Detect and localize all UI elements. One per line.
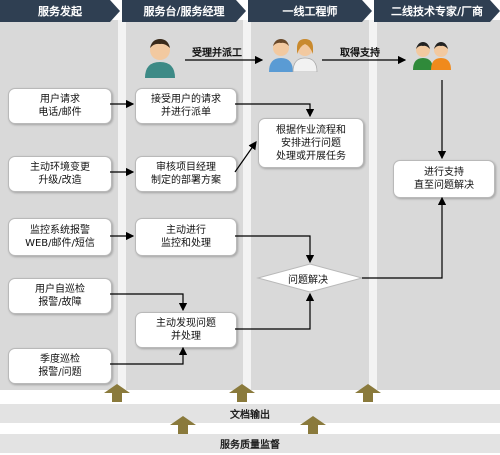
lane-separator	[118, 20, 126, 390]
handoff-label-support: 取得支持	[340, 48, 380, 59]
engineers-icon	[269, 39, 318, 72]
source-monitoring-alarm: 监控系统报警 WEB/邮件/短信	[8, 218, 112, 256]
source-user-request: 用户请求 电话/邮件	[8, 88, 112, 124]
desk-active-monitoring: 主动进行 监控和处理	[135, 218, 237, 256]
lane-header-initiation: 服务发起	[0, 0, 120, 22]
desk-discover-problem: 主动发现问题 并处理	[135, 312, 237, 348]
lane-initiation	[0, 20, 118, 390]
decision-label: 问题解决	[288, 275, 328, 286]
desk-accept-request: 接受用户的请求 并进行派单	[135, 88, 237, 124]
lane-separator	[243, 20, 251, 390]
source-environment-change: 主动环境变更 升级/改造	[8, 156, 112, 192]
handoff-label-assign: 受理并派工	[192, 48, 242, 59]
quality-supervision-bar: 服务质量监督	[0, 434, 500, 453]
documents-output-bar: 文档输出	[0, 404, 500, 423]
service-manager-icon	[145, 39, 175, 78]
lane-separator	[369, 20, 377, 390]
lane-engineer	[251, 20, 369, 390]
lane-header-expert: 二线技术专家/厂商	[374, 0, 500, 22]
engineer-handle-task: 根据作业流程和 安排进行问题 处理或开展任务	[258, 118, 364, 168]
expert-support: 进行支持 直至问题解决	[393, 160, 495, 198]
lane-expert	[377, 20, 500, 390]
experts-icon	[413, 42, 451, 70]
lane-header-service-desk: 服务台/服务经理	[122, 0, 246, 22]
lane-header-engineer: 一线工程师	[248, 0, 372, 22]
desk-review-plan: 审核项目经理 制定的部署方案	[135, 156, 237, 192]
source-quarterly-inspection: 季度巡检 报警/问题	[8, 348, 112, 384]
source-user-inspection: 用户自巡检 报警/故障	[8, 278, 112, 314]
